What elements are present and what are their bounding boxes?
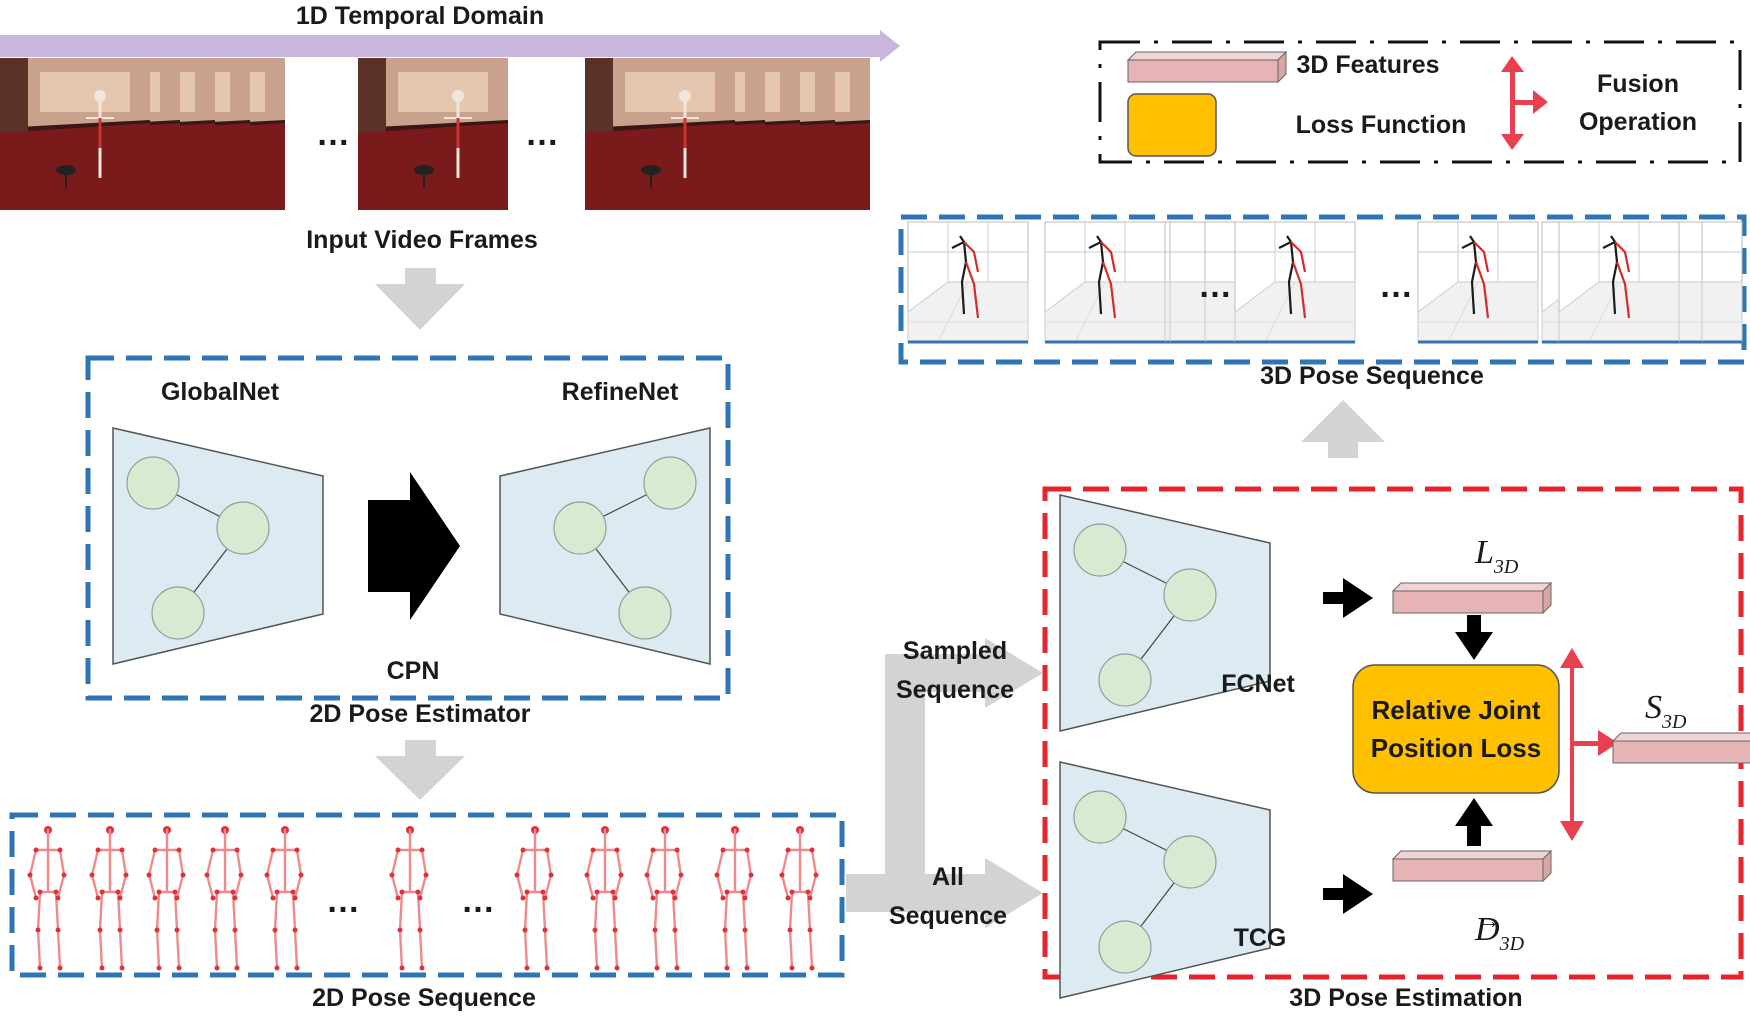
pose2d-skeleton (713, 824, 755, 972)
sampled-label-line2: Sequence (896, 676, 1014, 704)
globalnet-label: GlobalNet (161, 378, 280, 406)
d3d-label: D3D (1474, 911, 1525, 955)
input-frames-label: Input Video Frames (306, 226, 538, 254)
l3d-label: L3D (1474, 534, 1519, 578)
video-frame-key (356, 56, 510, 212)
cpn-box-label: 2D Pose Estimator (310, 700, 531, 728)
legend-loss-swatch (1127, 93, 1217, 157)
l3d-feature-bar (1392, 582, 1552, 614)
pose3d-panel (1043, 220, 1167, 344)
pose3d-panel (1557, 220, 1681, 344)
pose2d-skeleton (263, 824, 305, 972)
pose2d-skeleton (513, 824, 555, 972)
pose2d-ellipsis-1: … (326, 882, 360, 920)
legend-feature-swatch (1127, 51, 1287, 83)
timeline-label: 1D Temporal Domain (296, 2, 544, 30)
loss-function-box (1352, 664, 1560, 794)
pose3d-panels (906, 220, 1744, 344)
pose2d-skeleton (26, 824, 68, 972)
pose3d-ellipsis-2: … (1379, 267, 1413, 305)
pose3d-panel (906, 220, 1030, 344)
gray-arrow-down-2 (375, 740, 465, 800)
frames-ellipsis-1: … (316, 115, 350, 153)
d3d-arrow-mark: → (1478, 908, 1500, 933)
pose2d-skeleton (203, 824, 245, 972)
pose2d-skeleton (643, 824, 685, 972)
pose2d-skeleton (145, 824, 187, 972)
branch-connector (846, 638, 1043, 928)
pose2d-skeleton (583, 824, 625, 972)
d3d-to-loss-arrow (1455, 798, 1493, 846)
tcg-label: TCG (1234, 924, 1287, 952)
legend-fusion-icon (1501, 56, 1548, 150)
fcnet-label: FCNet (1221, 670, 1295, 698)
all-label-line1: All (932, 863, 964, 891)
l3d-to-loss-arrow (1455, 615, 1493, 660)
video-frame-group-2 (583, 56, 872, 212)
pose2d-box (9, 812, 845, 978)
all-label-line2: Sequence (889, 902, 1007, 930)
tcg-output-arrow (1323, 874, 1373, 914)
refinenet-label: RefineNet (562, 378, 679, 406)
fusion-arrow (1560, 648, 1618, 841)
pose3d-panel (1416, 220, 1540, 344)
d3d-feature-bar (1392, 850, 1552, 882)
estimation-box (1042, 486, 1744, 980)
frames-ellipsis-2: … (525, 115, 559, 153)
sampled-label-line1: Sampled (903, 637, 1007, 665)
legend-fusion-line1: Fusion (1597, 70, 1679, 98)
pose2d-label: 2D Pose Sequence (312, 984, 536, 1012)
pose3d-panel-key (1233, 220, 1357, 344)
legend-frame (1098, 40, 1742, 164)
pose2d-skeletons (26, 824, 820, 972)
fcnet-output-arrow (1323, 578, 1373, 618)
pose2d-skeleton (778, 824, 820, 972)
timeline-arrow (0, 30, 900, 62)
pose2d-skeleton (88, 824, 130, 972)
pose3d-label: 3D Pose Sequence (1260, 362, 1484, 390)
cpn-box (85, 355, 731, 701)
pose3d-ellipsis-1: … (1198, 267, 1232, 305)
pose2d-ellipsis-2: … (461, 882, 495, 920)
globalnet-to-refinenet-arrow (368, 472, 460, 620)
estimation-label: 3D Pose Estimation (1289, 984, 1522, 1012)
tcg-network (1059, 761, 1271, 999)
legend-loss-label: Loss Function (1296, 111, 1467, 139)
loss-label-line2: Position Loss (1371, 733, 1541, 763)
gray-arrow-down-1 (375, 268, 465, 330)
s3d-feature-bar (1612, 732, 1750, 764)
pose3d-box (898, 214, 1747, 365)
s3d-label: S3D (1645, 689, 1687, 733)
gray-arrow-up (1301, 400, 1385, 458)
input-video-frames: … … (0, 56, 872, 212)
refinenet-network (499, 427, 711, 665)
legend-fusion-line2: Operation (1579, 108, 1697, 136)
legend-features-label: 3D Features (1296, 51, 1439, 79)
globalnet-network (112, 427, 324, 665)
cpn-name: CPN (387, 657, 440, 685)
legend: 3D Features Loss Function Fusion Operati… (1098, 40, 1742, 164)
pose2d-skeleton-key (388, 824, 430, 972)
loss-label-line1: Relative Joint (1371, 695, 1540, 725)
video-frame-group-1 (0, 56, 287, 212)
